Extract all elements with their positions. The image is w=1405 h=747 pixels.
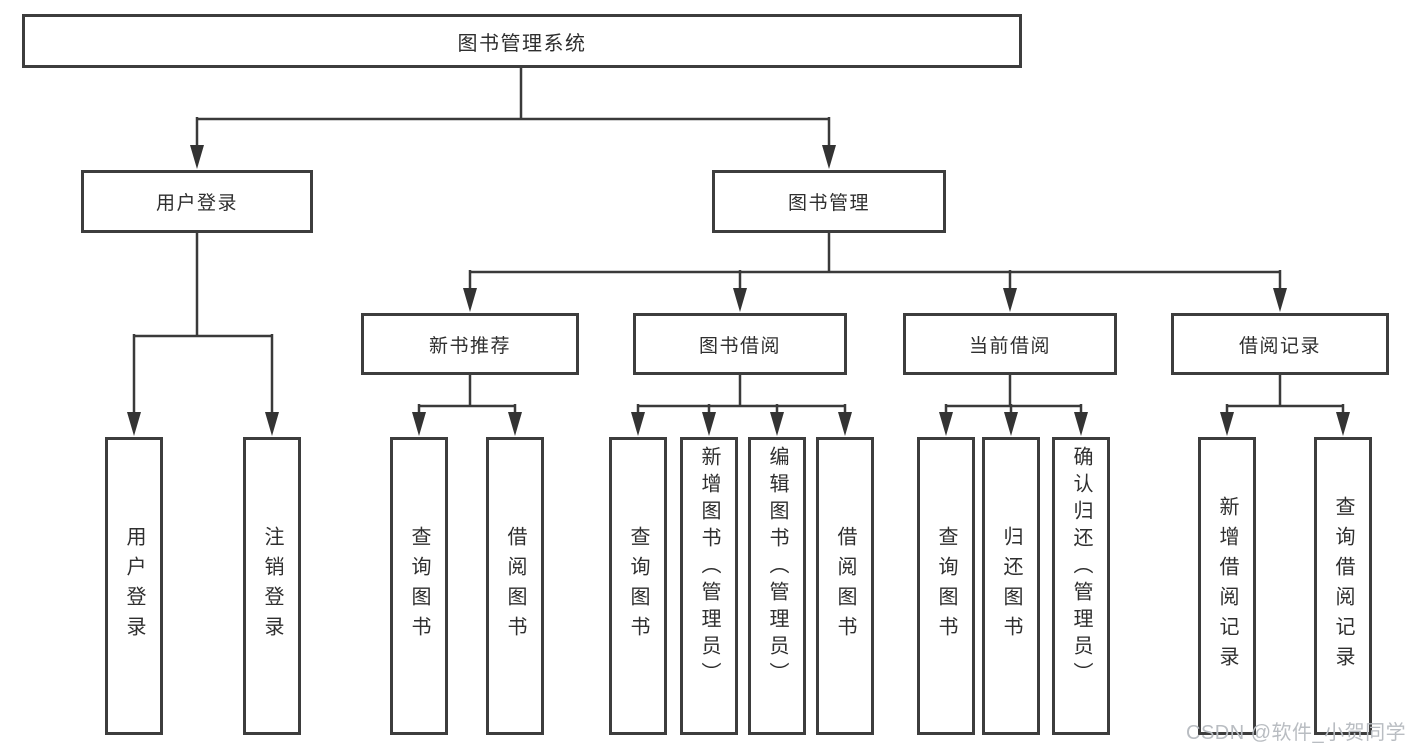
leaf-logout: 注销登录 [243, 437, 301, 735]
leaf-query-books-borrowing-label: 查询图书 [627, 526, 649, 646]
leaf-user-login: 用户登录 [105, 437, 163, 735]
leaf-return-books-label: 归还图书 [1000, 526, 1022, 646]
leaf-query-books-recommend: 查询图书 [390, 437, 448, 735]
leaf-query-borrow-record-label: 查询借阅记录 [1332, 496, 1354, 676]
leaf-edit-book-admin-label: 编辑图书（管理员） [766, 446, 788, 689]
leaf-borrow-books-recommend-label: 借阅图书 [504, 526, 526, 646]
leaf-query-borrow-record: 查询借阅记录 [1314, 437, 1372, 735]
leaf-confirm-return-admin: 确认归还（管理员） [1052, 437, 1110, 735]
leaf-confirm-return-admin-label: 确认归还（管理员） [1070, 446, 1092, 689]
csdn-watermark: CSDN @软件_小贺同学 [1186, 722, 1405, 744]
leaf-query-books-current: 查询图书 [917, 437, 975, 735]
leaf-query-books-recommend-label: 查询图书 [408, 526, 430, 646]
node-current-borrowing: 当前借阅 [903, 313, 1117, 375]
leaf-borrow-books-borrowing-label: 借阅图书 [834, 526, 856, 646]
leaf-edit-book-admin: 编辑图书（管理员） [748, 437, 806, 735]
node-library-system: 图书管理系统 [22, 14, 1022, 68]
leaf-add-borrow-record: 新增借阅记录 [1198, 437, 1256, 735]
leaf-borrow-books-recommend: 借阅图书 [486, 437, 544, 735]
leaf-user-login-label: 用户登录 [123, 526, 145, 646]
leaf-add-book-admin: 新增图书（管理员） [680, 437, 738, 735]
leaf-add-borrow-record-label: 新增借阅记录 [1216, 496, 1238, 676]
node-new-book-recommend: 新书推荐 [361, 313, 579, 375]
node-user-login: 用户登录 [81, 170, 313, 233]
leaf-logout-label: 注销登录 [261, 526, 283, 646]
node-book-management: 图书管理 [712, 170, 946, 233]
node-borrowing-records: 借阅记录 [1171, 313, 1389, 375]
leaf-query-books-borrowing: 查询图书 [609, 437, 667, 735]
leaf-add-book-admin-label: 新增图书（管理员） [698, 446, 720, 689]
leaf-query-books-current-label: 查询图书 [935, 526, 957, 646]
leaf-return-books: 归还图书 [982, 437, 1040, 735]
leaf-borrow-books-borrowing: 借阅图书 [816, 437, 874, 735]
node-book-borrowing: 图书借阅 [633, 313, 847, 375]
